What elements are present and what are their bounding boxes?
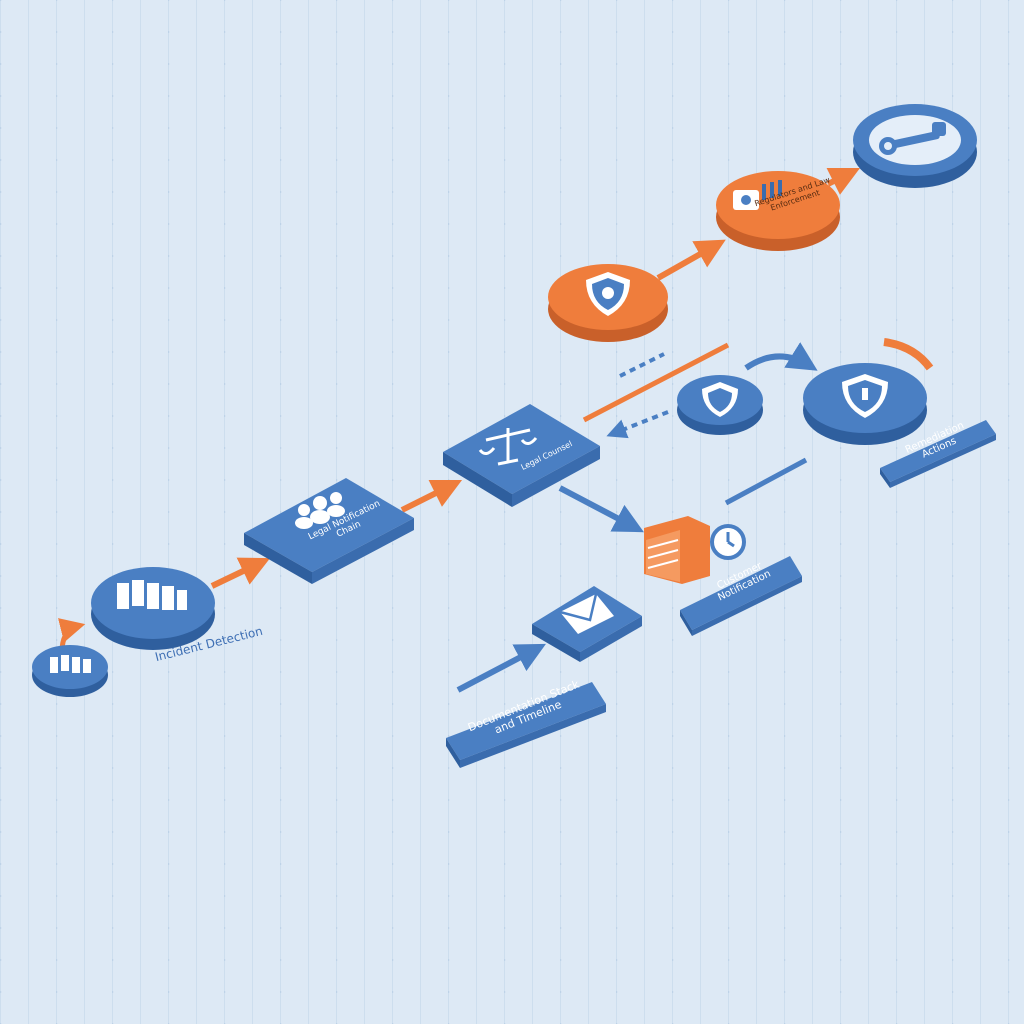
arrow-chain-to-counsel bbox=[400, 479, 463, 513]
wrench-icon bbox=[879, 122, 946, 155]
shield-icon bbox=[842, 374, 888, 418]
arrow-detection-to-chain bbox=[210, 557, 271, 589]
arrow-to-email bbox=[456, 643, 546, 693]
connectors bbox=[57, 167, 934, 693]
customer-notification-node[interactable] bbox=[680, 556, 802, 636]
scales-icon bbox=[478, 428, 538, 466]
regulators-law-enforcement-node[interactable] bbox=[716, 171, 840, 251]
orange-line-counsel-to-remediation bbox=[582, 342, 730, 423]
shield-orange-node[interactable] bbox=[548, 264, 668, 342]
dashed-arrow-to-counsel bbox=[606, 410, 669, 439]
envelope-icon bbox=[559, 593, 614, 634]
small-server-node[interactable] bbox=[32, 645, 108, 697]
shield-icon bbox=[702, 382, 738, 417]
blue-line-right bbox=[724, 457, 808, 506]
small-shield-node[interactable] bbox=[677, 375, 763, 435]
arrow-counsel-to-folder bbox=[558, 485, 644, 533]
folder-clock-node[interactable] bbox=[644, 516, 746, 584]
remediation-actions-node[interactable] bbox=[880, 420, 996, 488]
orange-arc-decoration bbox=[883, 338, 934, 371]
big-shield-node[interactable] bbox=[803, 363, 927, 445]
legal-notification-chain-node[interactable] bbox=[244, 478, 414, 584]
badge-icon bbox=[733, 180, 782, 210]
remediation-wrench-node[interactable] bbox=[853, 104, 977, 188]
dashed-line-upper bbox=[619, 352, 665, 378]
curved-arrow-to-big-shield bbox=[744, 342, 818, 371]
folder-clock-icon bbox=[644, 516, 746, 584]
shield-icon bbox=[586, 272, 630, 316]
incident-detection-node[interactable] bbox=[91, 567, 215, 650]
legal-counsel-node[interactable] bbox=[443, 404, 600, 507]
documentation-node[interactable] bbox=[446, 682, 606, 768]
people-icon bbox=[295, 492, 345, 529]
arrow-regulators-to-wrench bbox=[826, 167, 861, 195]
arrow-shield-to-regulators bbox=[656, 239, 726, 281]
server-icon bbox=[50, 655, 91, 673]
server-icon bbox=[117, 580, 187, 610]
email-node[interactable] bbox=[532, 586, 642, 662]
